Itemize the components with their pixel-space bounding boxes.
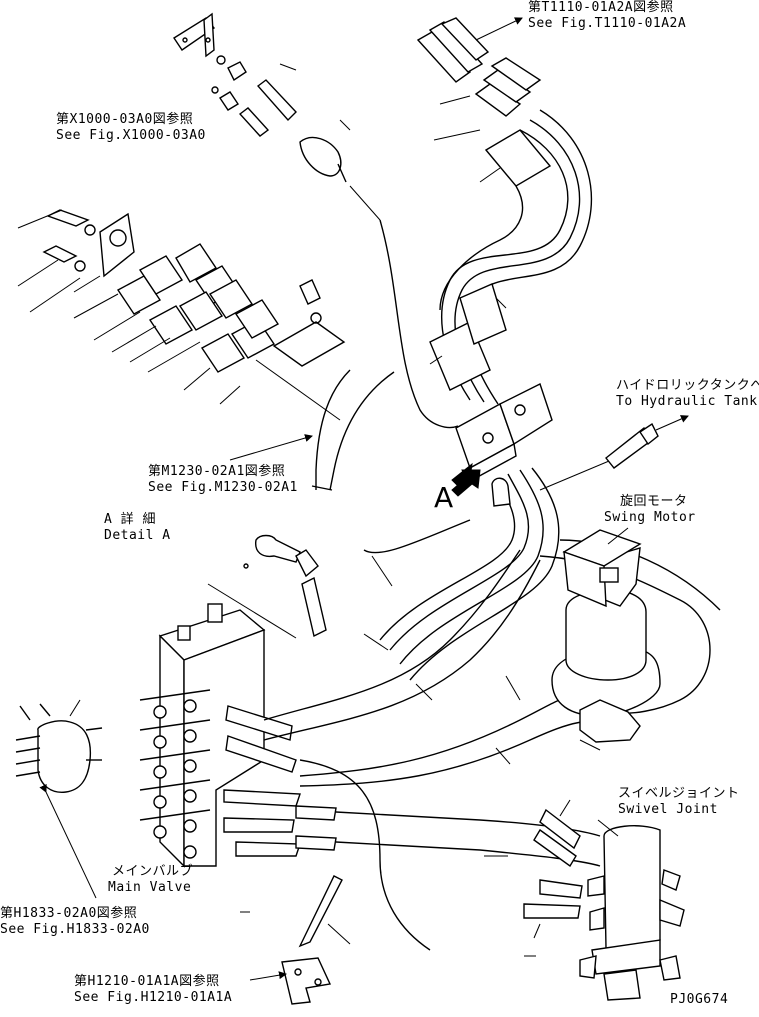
fig-m1230-jp: 第M1230-02A1図参照 <box>148 464 286 479</box>
fig-h1833-jp: 第H1833-02A0図参照 <box>0 906 138 921</box>
connector-left <box>15 699 103 899</box>
hose-ends-top-right <box>416 17 593 405</box>
swing-motor-jp: 旋回モータ <box>620 494 688 509</box>
fig-t1110-en: See Fig.T1110-01A2A <box>528 16 687 31</box>
boom-pipes <box>229 185 471 554</box>
main-valve-jp: メインバルブ <box>112 864 194 879</box>
clamp-assembly-left <box>17 209 346 421</box>
fig-x1000-jp: 第X1000-03A0図参照 <box>56 112 194 127</box>
bracket-bottom <box>249 875 351 1005</box>
hyd-tank-jp: ハイドロリックタンクへ <box>616 378 759 393</box>
swivel-joint-en: Swivel Joint <box>618 802 718 817</box>
swing-motor-en: Swing Motor <box>604 510 696 525</box>
hyd-tank-en: To Hydraulic Tank <box>616 394 758 409</box>
swivel-joint-jp: スイベルジョイント <box>618 786 740 801</box>
swivel-joint <box>523 799 685 1001</box>
clip-assembly-top <box>173 12 351 183</box>
fig-x1000-en: See Fig.X1000-03A0 <box>56 128 206 143</box>
fig-t1110-jp: 第T1110-01A2A図参照 <box>528 0 674 15</box>
detail-a-en: Detail A <box>104 528 171 543</box>
fig-h1210-jp: 第H1210-01A1A図参照 <box>74 974 220 989</box>
drawing-number: PJ0G674 <box>670 992 729 1007</box>
fig-h1833-en: See Fig.H1833-02A0 <box>0 922 150 937</box>
hose-bracket-block <box>379 383 560 681</box>
fig-m1230-en: See Fig.M1230-02A1 <box>148 480 298 495</box>
view-a-label: A <box>434 481 454 514</box>
fig-h1210-en: See Fig.H1210-01A1A <box>74 990 233 1005</box>
swing-motor <box>551 527 661 751</box>
view-a-arrow <box>451 469 481 497</box>
main-valve-en: Main Valve <box>108 880 192 895</box>
hydraulic-tank-fitting <box>605 415 689 469</box>
detail-a-fitting <box>207 534 327 639</box>
main-valve <box>139 603 337 868</box>
detail-a-jp: A 詳 細 <box>104 512 156 527</box>
